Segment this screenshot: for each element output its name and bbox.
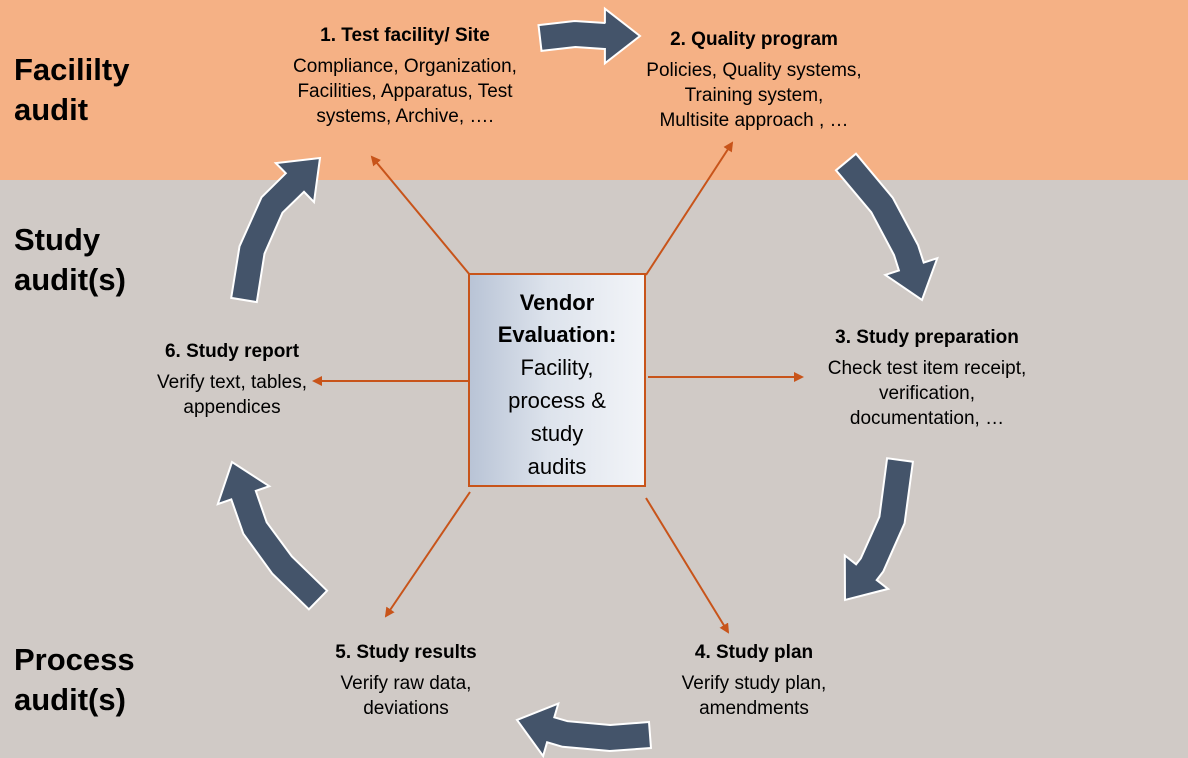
- cycle-arrow-5-to-6: [216, 460, 329, 611]
- vendor-evaluation-box: Vendor Evaluation: Facility, process & s…: [468, 273, 646, 487]
- cycle-arrow-4-to-5: [515, 701, 653, 758]
- spoke-to-test-facility: [370, 155, 471, 276]
- node-study-results: 5. Study results Verify raw data, deviat…: [306, 641, 506, 721]
- center-title: Vendor Evaluation:: [497, 290, 617, 347]
- node-study-report: 6. Study report Verify text, tables, app…: [132, 340, 332, 420]
- node-body: Policies, Quality systems, Training syst…: [646, 60, 862, 131]
- node-title: 6. Study report: [164, 341, 300, 362]
- node-study-plan: 4. Study plan Verify study plan, amendme…: [654, 641, 854, 721]
- node-body: Compliance, Organization, Facilities, Ap…: [293, 56, 517, 127]
- node-body: Verify raw data, deviations: [340, 673, 472, 719]
- node-title: 4. Study plan: [694, 642, 814, 663]
- process-audit-label: Process audit(s): [14, 642, 135, 717]
- node-title: 3. Study preparation: [835, 327, 1019, 348]
- cycle-arrow-6-to-1: [230, 156, 322, 304]
- center-body: Facility, process & study audits: [508, 355, 606, 479]
- node-study-preparation: 3. Study preparation Check test item rec…: [802, 326, 1052, 431]
- node-test-facility: 1. Test facility/ Site Compliance, Organ…: [262, 24, 548, 129]
- spoke-to-quality-program: [645, 141, 734, 276]
- node-quality-program: 2. Quality program Policies, Quality sys…: [626, 28, 882, 133]
- node-body: Verify text, tables, appendices: [157, 372, 307, 418]
- node-body: Check test item receipt, verification, d…: [827, 358, 1027, 429]
- node-title: 1. Test facility/ Site: [320, 25, 490, 46]
- cycle-arrow-2-to-3: [834, 152, 939, 302]
- cycle-arrow-3-to-4: [843, 457, 915, 602]
- node-body: Verify study plan, amendments: [681, 673, 827, 719]
- study-audit-label: Study audit(s): [14, 222, 126, 297]
- node-title: 2. Quality program: [670, 29, 838, 50]
- node-title: 5. Study results: [335, 642, 477, 663]
- facility-audit-label: Facililty audit: [14, 52, 130, 127]
- cycle-arrow-1-to-2: [537, 6, 642, 66]
- spoke-to-study-plan: [645, 497, 730, 634]
- spoke-to-study-results: [384, 491, 471, 618]
